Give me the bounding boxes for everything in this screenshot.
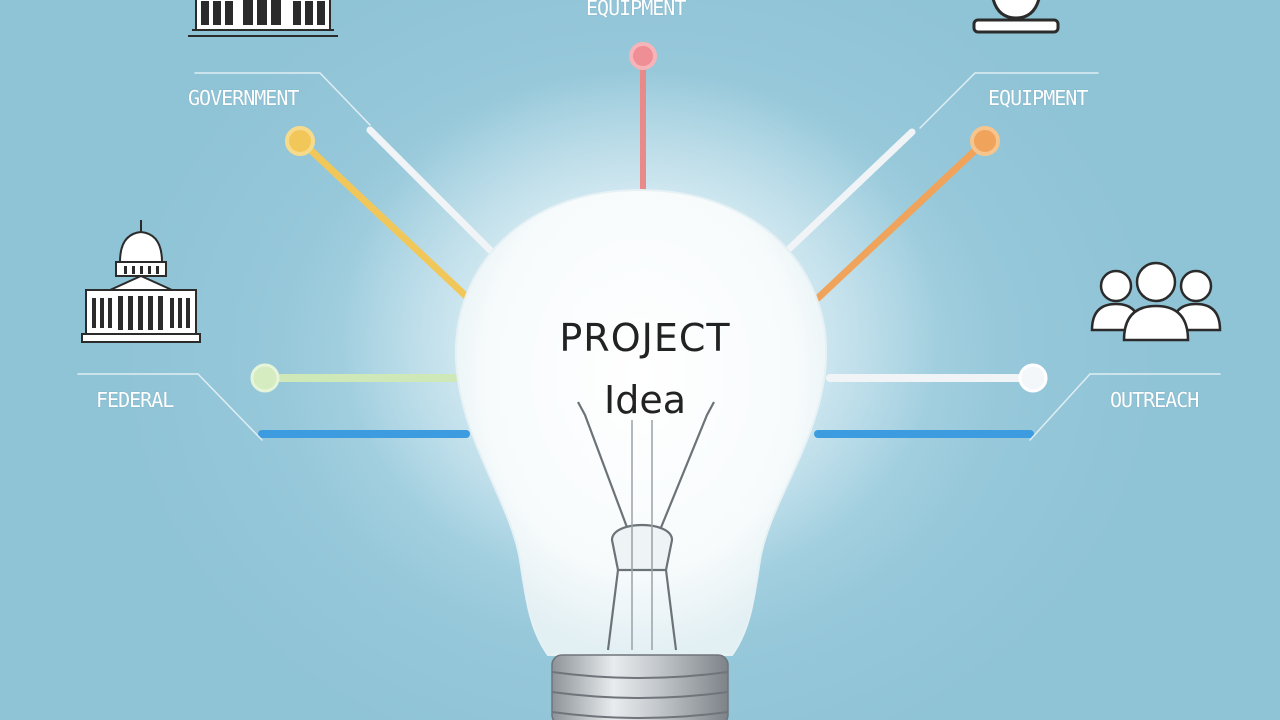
capitol-building-icon <box>81 220 201 343</box>
left-green-dot <box>250 363 280 393</box>
government-bracket <box>194 72 371 126</box>
right-white-dot <box>1018 363 1048 393</box>
equipment-bracket <box>919 72 1099 129</box>
people-group-icon <box>1090 261 1222 342</box>
bulb-base <box>551 654 729 720</box>
top-left-label: GOVERNMENT <box>188 86 299 110</box>
top-right-orange-line <box>814 138 988 302</box>
top-label: EQUIPMENT <box>586 0 686 20</box>
right-label: OUTREACH <box>1110 388 1199 412</box>
lightbulb-icon <box>454 188 828 720</box>
top-left-yellow-line <box>298 138 472 302</box>
top-right-label: EQUIPMENT <box>988 86 1088 110</box>
left-label: FEDERAL <box>96 388 174 412</box>
bulb-title-line2: Idea <box>604 378 686 422</box>
bulb-glass <box>454 188 828 656</box>
federal-bracket <box>77 373 263 441</box>
top-right-orange-dot <box>970 126 1000 156</box>
bulb-filament <box>577 401 715 651</box>
top-connector-dot <box>629 42 657 70</box>
bulb-title-line1: PROJECT <box>559 316 731 360</box>
connector-lines <box>77 42 1221 441</box>
outreach-bracket <box>1029 373 1221 441</box>
equipment-icon <box>972 0 1060 34</box>
top-left-yellow-dot <box>285 126 315 156</box>
top-left-white-line <box>366 126 494 254</box>
top-right-white-line <box>786 128 916 252</box>
government-building-icon <box>188 0 338 37</box>
